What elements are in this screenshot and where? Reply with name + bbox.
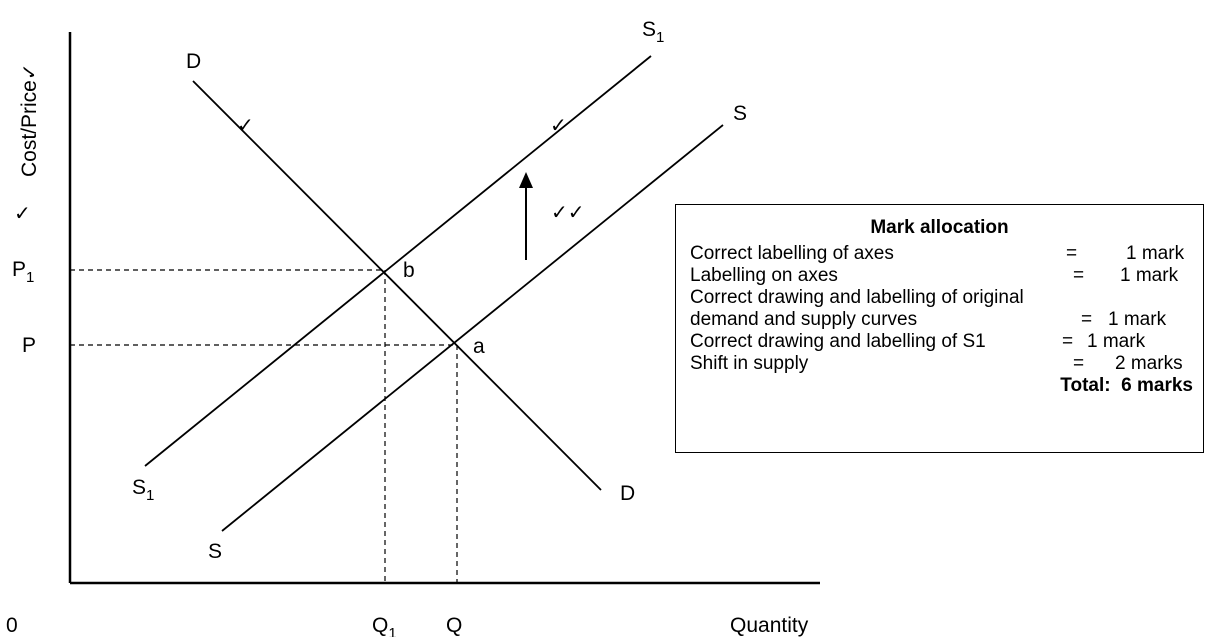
mark-total: Total: 6 marks xyxy=(1060,375,1193,397)
mark-row-eq: = xyxy=(1062,331,1074,352)
mark-row-eq: = xyxy=(1073,265,1085,286)
mark-row-label: Correct drawing and labelling of origina… xyxy=(690,287,1024,308)
mark-row-label: Correct drawing and labelling of S1 xyxy=(690,331,986,352)
mark-row-value: 1 mark xyxy=(1087,331,1146,352)
origin-label: 0 xyxy=(6,614,18,637)
p1-label: P1 xyxy=(12,258,34,286)
demand-bottom-label: D xyxy=(620,482,635,505)
mark-row-value: 1 mark xyxy=(1108,309,1167,330)
mark-total-value: 6 marks xyxy=(1121,375,1193,396)
mark-allocation-box: Mark allocation Correct labelling of axe… xyxy=(675,204,1204,453)
demand-tick: ✓ xyxy=(237,113,254,137)
supply-top-label: S xyxy=(733,102,747,125)
supply-bottom-label: S xyxy=(208,540,222,563)
x-axis-label: Quantity xyxy=(730,614,809,637)
q1-label: Q1 xyxy=(372,614,397,637)
supply1-curve xyxy=(144,55,652,467)
mark-row-value: 2 marks xyxy=(1115,353,1183,374)
mark-row-label: demand and supply curves xyxy=(690,309,918,330)
mark-row-label: Labelling on axes xyxy=(690,265,838,286)
price-axis-tick: ✓ xyxy=(14,201,31,225)
mark-row-eq: = xyxy=(1081,309,1093,330)
supply1-tick: ✓ xyxy=(550,113,567,137)
y-axis-label: Cost/Price✓ xyxy=(17,63,41,177)
demand-top-label: D xyxy=(186,50,201,73)
point-b-label: b xyxy=(403,259,415,282)
supply-curve xyxy=(221,124,724,532)
point-a-label: a xyxy=(473,335,485,358)
shift-tick: ✓✓ xyxy=(551,200,585,224)
supply1-top-label: S1 xyxy=(642,18,664,46)
supply1-bottom-label: S1 xyxy=(132,476,154,504)
mark-row-value: 1 mark xyxy=(1120,265,1179,286)
mark-row-eq: = xyxy=(1073,353,1085,374)
shift-arrow-head xyxy=(519,172,533,188)
mark-row-value: 1 mark xyxy=(1126,243,1185,264)
demand-curve xyxy=(192,80,602,491)
mark-allocation-title: Mark allocation xyxy=(870,217,1009,238)
p-label: P xyxy=(22,334,36,357)
mark-total-label: Total: xyxy=(1060,375,1111,396)
mark-row-label: Shift in supply xyxy=(690,353,809,374)
mark-row-label: Correct labelling of axes xyxy=(690,243,894,264)
q-label: Q xyxy=(446,614,462,637)
mark-row-eq: = xyxy=(1066,243,1078,264)
